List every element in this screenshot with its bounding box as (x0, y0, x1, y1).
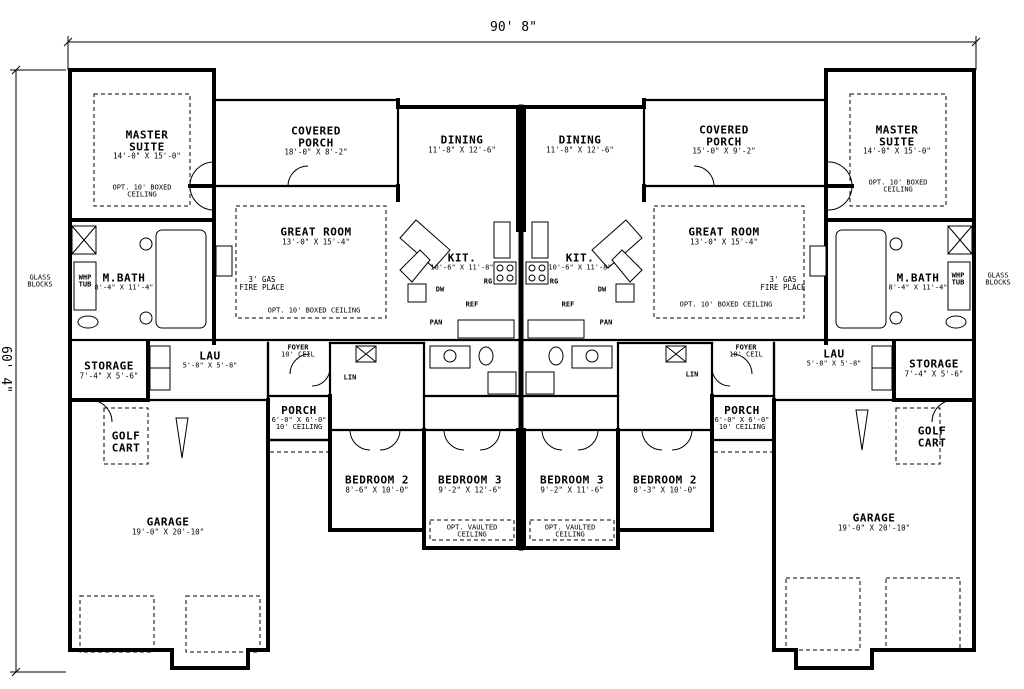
right-pan-label: PAN (599, 318, 613, 327)
left-covered-porch-label: COVERED PORCH 18'-0" X 8'-2" (284, 124, 348, 157)
depth-dimension-line (10, 65, 66, 677)
door-swings (89, 161, 955, 451)
right-bedroom2-label: BEDROOM 2 8'-3" X 10'-0" (632, 473, 698, 494)
overall-depth-label: 60' 4" (0, 346, 13, 393)
fixtures (71, 219, 973, 459)
right-master-suite-label: MASTER SUITE 14'-0" X 15'-0" (863, 123, 931, 156)
left-pan-label: PAN (429, 318, 443, 327)
right-foyer-label: FOYER 10' CEIL (729, 343, 763, 359)
right-great-room-label: GREAT ROOM 13'-0" X 15'-4" (688, 225, 760, 246)
left-linen-label: LIN (343, 373, 357, 382)
left-fireplace-label: 3' GAS FIRE PLACE (239, 275, 285, 292)
left-dining-label: DINING 11'-8" X 12'-6" (428, 133, 496, 154)
left-great-room-note: OPT. 10' BOXED CEILING (267, 306, 361, 315)
right-master-suite-note: OPT. 10' BOXED CEILING (868, 178, 928, 194)
left-bedroom3-label: BEDROOM 3 9'-2" X 12'-6" (437, 473, 503, 494)
right-whp-tub-label: WHP TUB (951, 271, 965, 287)
left-golf-cart-label: GOLF CART (111, 429, 141, 454)
left-storage-label: STORAGE 7'-4" X 5'-6" (79, 359, 139, 380)
right-linen-label: LIN (685, 370, 699, 379)
left-dw-label: DW (435, 285, 445, 294)
left-master-suite-label: MASTER SUITE 14'-0" X 15'-0" (113, 128, 181, 161)
left-bedroom3-note: OPT. VAULTED CEILING (446, 523, 498, 539)
right-kitchen-label: KIT. 10'-6" X 11'-8" (548, 251, 612, 272)
right-master-bath-label: M.BATH 8'-4" X 11'-4" (888, 271, 948, 292)
right-great-room-note: OPT. 10' BOXED CEILING (679, 300, 773, 309)
right-storage-label: STORAGE 7'-4" X 5'-6" (904, 357, 964, 378)
left-rg-label: RG (483, 277, 493, 286)
right-porch-label: PORCH 6'-0" X 6'-0" 10' CEILING (714, 403, 770, 431)
right-bedroom3-note: OPT. VAULTED CEILING (544, 523, 596, 539)
dashed-ceiling-outlines (79, 93, 961, 653)
left-garage-label: GARAGE 19'-0" X 20'-10" (131, 515, 205, 536)
right-dw-label: DW (597, 285, 607, 294)
left-master-bath-label: M.BATH 8'-4" X 11'-4" (94, 271, 154, 292)
left-unit-walls (68, 68, 520, 670)
right-rg-label: RG (549, 277, 559, 286)
overall-width-label: 90' 8" (490, 20, 537, 35)
left-great-room-label: GREAT ROOM 13'-0" X 15'-4" (280, 225, 352, 246)
left-glass-blocks-label: GLASS BLOCKS (27, 273, 53, 289)
right-laundry-label: LAU 5'-8" X 5'-8" (806, 347, 862, 368)
left-whp-tub-label: WHP TUB (78, 273, 92, 289)
right-covered-porch-label: COVERED PORCH 15'-0" X 9'-2" (692, 123, 756, 156)
left-master-suite-note: OPT. 10' BOXED CEILING (112, 183, 172, 199)
right-fireplace-label: 3' GAS FIRE PLACE (760, 275, 806, 292)
left-kitchen-label: KIT. 10'-6" X 11'-8" (430, 251, 494, 272)
left-laundry-label: LAU 5'-8" X 5'-8" (182, 349, 238, 370)
left-ref-label: REF (465, 300, 479, 309)
right-golf-cart-label: GOLF CART (917, 424, 947, 449)
right-garage-label: GARAGE 19'-0" X 20'-10" (837, 511, 911, 532)
right-ref-label: REF (561, 300, 575, 309)
right-dining-label: DINING 11'-8" X 12'-6" (546, 133, 614, 154)
right-bedroom3-label: BEDROOM 3 9'-2" X 11'-6" (539, 473, 605, 494)
right-glass-blocks-label: GLASS BLOCKS (985, 271, 1011, 287)
left-bedroom2-label: BEDROOM 2 8'-6" X 10'-0" (344, 473, 410, 494)
left-porch-label: PORCH 6'-0" X 6'-0" 10' CEILING (271, 403, 327, 431)
width-dimension-line (63, 36, 981, 70)
left-foyer-label: FOYER 10' CEIL (281, 343, 315, 359)
